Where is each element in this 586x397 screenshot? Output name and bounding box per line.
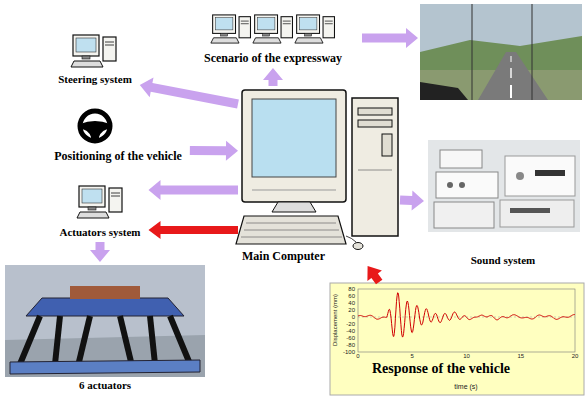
node-label: Positioning of the vehicle — [54, 150, 182, 164]
arrow-connector — [140, 78, 239, 109]
actuators-node: Actuators system — [52, 182, 149, 242]
axis-tick: 60 — [348, 293, 355, 299]
axis-tick: 10 — [463, 353, 470, 359]
axis-tick: 5 — [411, 353, 414, 359]
axis-tick: -80 — [346, 342, 355, 348]
axis-tick: 0 — [356, 353, 359, 359]
axis-tick: 0 — [352, 314, 355, 320]
axis-tick: -100 — [343, 349, 355, 355]
node-label: Main Computer — [242, 250, 325, 264]
arrow-connector — [149, 221, 239, 239]
sound-system-photo — [428, 140, 580, 232]
main-computer-picture — [236, 90, 398, 250]
node-label: Scenario of the expressway — [204, 52, 342, 66]
axis-tick: 20 — [348, 307, 355, 313]
road-scene-photo — [420, 4, 582, 100]
axis-tick: 80 — [348, 286, 355, 292]
axis-tick: 15 — [517, 353, 524, 359]
axis-tick: -60 — [346, 335, 355, 341]
node-label: 6 actuators — [79, 379, 131, 392]
node-label: Sound system — [471, 254, 536, 267]
steering-wheel-icon — [80, 111, 110, 141]
arrow-connector — [190, 141, 238, 161]
axis-tick: 40 — [348, 300, 355, 306]
platform-node: 6 actuators — [5, 262, 205, 395]
arrow-connector — [400, 190, 424, 210]
steering-node: Steering system — [50, 30, 140, 88]
arrow-connector — [263, 68, 283, 86]
axis-tick: -20 — [346, 321, 355, 327]
positioning-node: Positioning of the vehicle — [46, 104, 190, 166]
arrow-connector — [90, 242, 110, 262]
axis-title: time (s) — [454, 383, 477, 390]
axis-tick: -40 — [346, 328, 355, 334]
node-label: Actuators system — [60, 226, 141, 239]
arrow-connector — [149, 180, 239, 200]
arrow-connector — [367, 266, 382, 284]
scene-arrow — [362, 28, 418, 48]
sound-node: Sound system — [424, 134, 582, 274]
response-node: Response of the vehicle — [328, 282, 584, 395]
node-label: Response of the vehicle — [370, 361, 512, 377]
motion-platform-photo — [5, 265, 205, 377]
axis-title: Displacement (mm) — [332, 294, 338, 346]
main-computer-node: Main Computer — [238, 86, 400, 266]
node-label: Steering system — [58, 73, 132, 86]
axis-tick: 20 — [572, 353, 579, 359]
scenario-node: Scenario of the expressway — [196, 10, 350, 68]
response-graph — [330, 283, 584, 395]
